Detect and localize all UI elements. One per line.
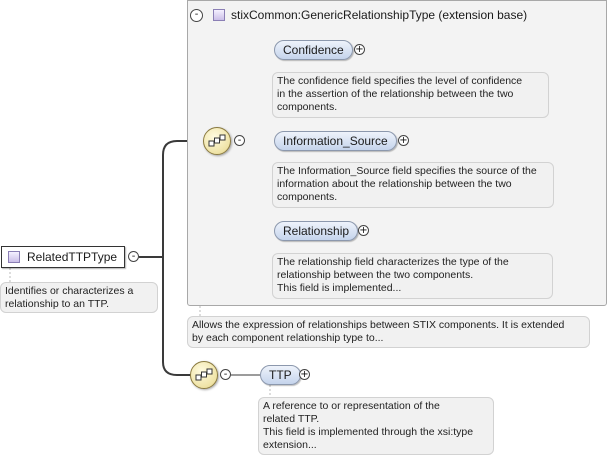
relationship-annotation: The relationship field characterizes the… bbox=[272, 253, 553, 299]
element-information-source[interactable]: Information_Source bbox=[274, 131, 397, 151]
annotation-line: This field is implemented... bbox=[277, 282, 402, 294]
expand-icon[interactable]: + bbox=[299, 369, 310, 380]
annotation-line: The relationship field characterizes the… bbox=[277, 256, 509, 268]
information-source-annotation: The Information_Source field specifies t… bbox=[272, 162, 554, 208]
extension-title: stixCommon:GenericRelationshipType (exte… bbox=[231, 8, 528, 22]
annotation-line: Identifies or characterizes a bbox=[5, 285, 134, 297]
expand-icon[interactable]: + bbox=[358, 225, 369, 236]
extension-header: - stixCommon:GenericRelationshipType (ex… bbox=[190, 6, 527, 24]
sequence-compositor-icon[interactable] bbox=[190, 361, 218, 389]
annotation-line: by each component relationship type to..… bbox=[192, 332, 384, 344]
root-collapse-icon[interactable]: - bbox=[128, 251, 139, 262]
element-label: Relationship bbox=[283, 224, 350, 238]
annotation-line: components. bbox=[277, 101, 338, 113]
extension-annotation: Allows the expression of relationships b… bbox=[187, 316, 590, 348]
annotation-line: The confidence field specifies the level… bbox=[277, 75, 523, 87]
sequence-glyph bbox=[208, 134, 226, 147]
annotation-line: in the assertion of the relationship bet… bbox=[277, 88, 514, 100]
compositor-collapse-icon[interactable]: - bbox=[220, 369, 231, 380]
ttp-annotation: A reference to or representation of the … bbox=[258, 397, 494, 455]
root-type-label: RelatedTTPType bbox=[27, 250, 118, 264]
annotation-line: This field is implemented through the xs… bbox=[263, 426, 474, 438]
confidence-annotation: The confidence field specifies the level… bbox=[272, 72, 549, 118]
annotation-line: Allows the expression of relationships b… bbox=[192, 319, 565, 331]
compositor-collapse-icon[interactable]: - bbox=[234, 135, 245, 146]
annotation-line: relationship to an TTP. bbox=[5, 298, 110, 310]
root-annotation: Identifies or characterizes a relationsh… bbox=[0, 282, 158, 313]
sequence-compositor-icon[interactable] bbox=[203, 127, 231, 155]
expand-icon[interactable]: + bbox=[354, 44, 365, 55]
element-ttp[interactable]: TTP bbox=[260, 365, 301, 385]
annotation-line: components. bbox=[277, 191, 338, 203]
expand-icon[interactable]: + bbox=[398, 135, 409, 146]
annotation-line: A reference to or representation of the bbox=[263, 400, 440, 412]
element-label: Information_Source bbox=[283, 134, 388, 148]
annotation-line: relationship between the two components. bbox=[277, 269, 474, 281]
type-square-icon bbox=[8, 251, 20, 263]
annotation-line: extension... bbox=[263, 439, 317, 451]
annotation-line: information about the relationship betwe… bbox=[277, 178, 512, 190]
element-label: Confidence bbox=[283, 43, 344, 57]
extension-collapse-icon[interactable]: - bbox=[190, 8, 203, 22]
element-relationship[interactable]: Relationship bbox=[274, 221, 359, 241]
type-square-icon bbox=[213, 9, 225, 21]
element-confidence[interactable]: Confidence bbox=[274, 40, 353, 60]
annotation-line: related TTP. bbox=[263, 413, 320, 425]
root-type-box[interactable]: RelatedTTPType bbox=[1, 246, 125, 268]
annotation-line: The Information_Source field specifies t… bbox=[277, 165, 537, 177]
sequence-glyph bbox=[195, 368, 213, 381]
element-label: TTP bbox=[269, 368, 292, 382]
